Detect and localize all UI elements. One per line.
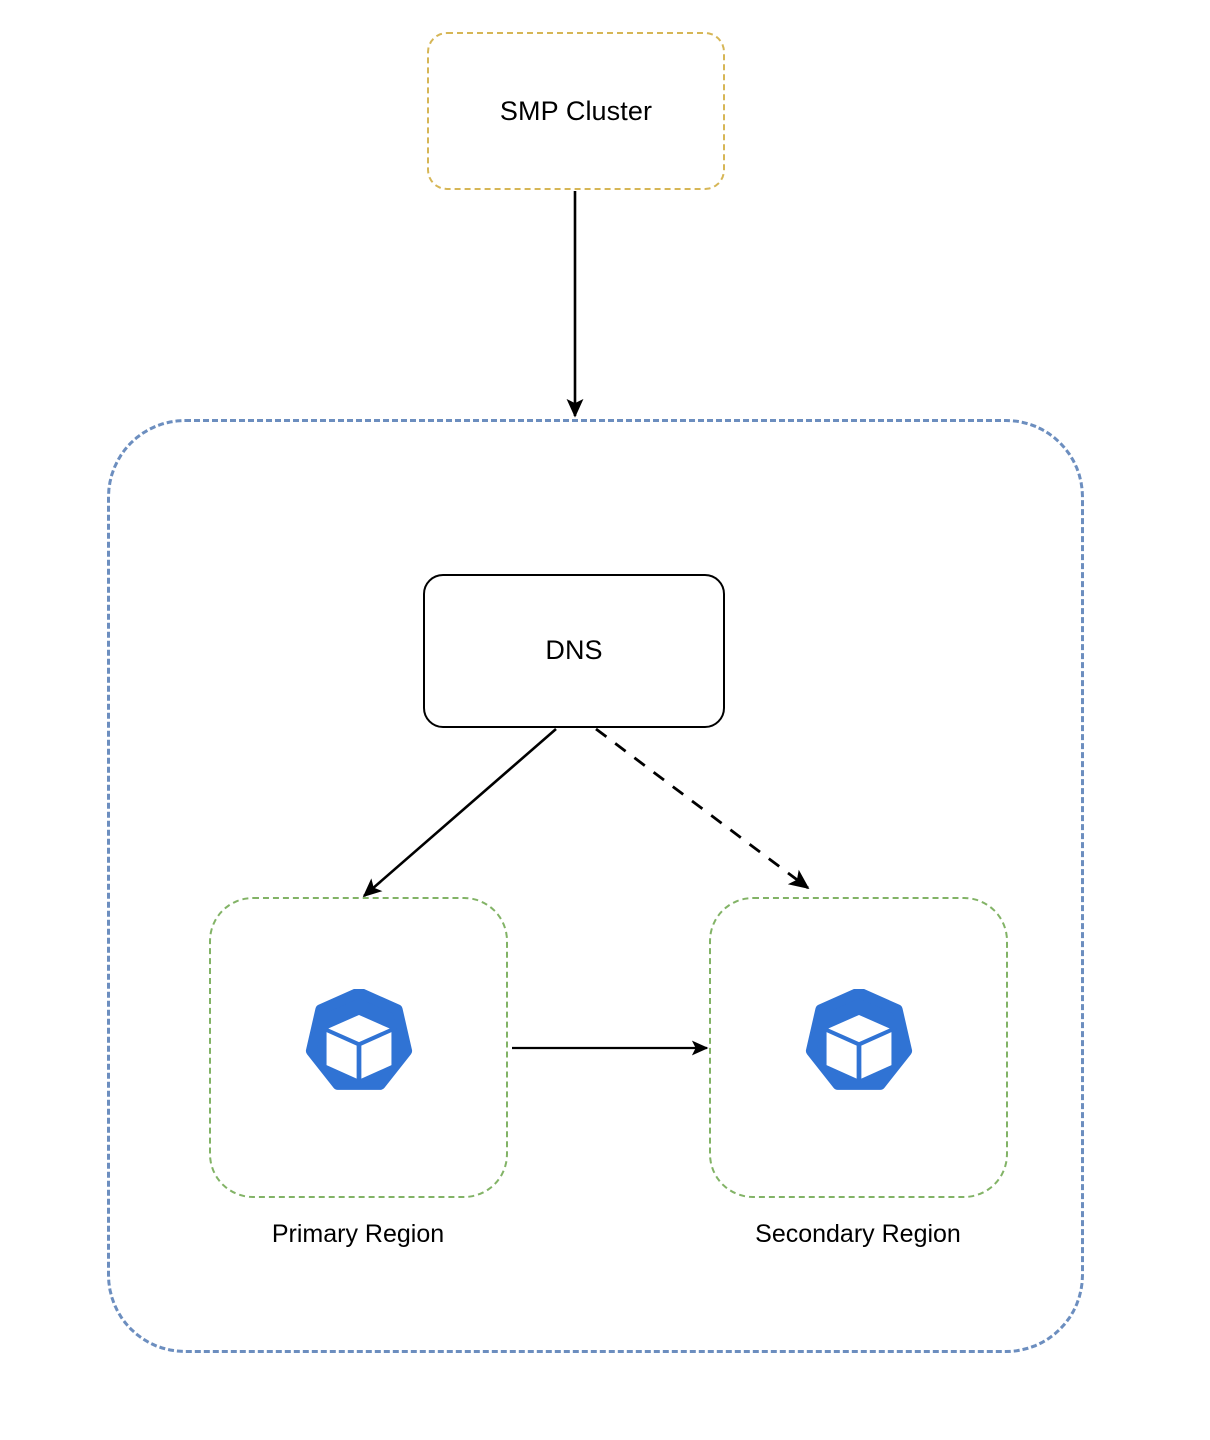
cloud-boundary-container [107, 419, 1084, 1353]
kubernetes-icon [305, 988, 412, 1090]
secondary-region-box[interactable] [709, 897, 1008, 1198]
dns-label: DNS [545, 635, 603, 666]
smp-cluster-label: SMP Cluster [499, 96, 653, 126]
primary-region-label: Primary Region [271, 1220, 445, 1248]
smp-cluster-node[interactable]: SMP Cluster [427, 32, 725, 190]
edge-dns-to-secondary [595, 727, 810, 890]
edge-dns-to-primary [362, 728, 557, 898]
kubernetes-icon [805, 988, 912, 1090]
secondary-region-label: Secondary Region [755, 1220, 961, 1248]
primary-region-box[interactable] [209, 897, 508, 1198]
dns-node[interactable]: DNS [423, 574, 725, 728]
